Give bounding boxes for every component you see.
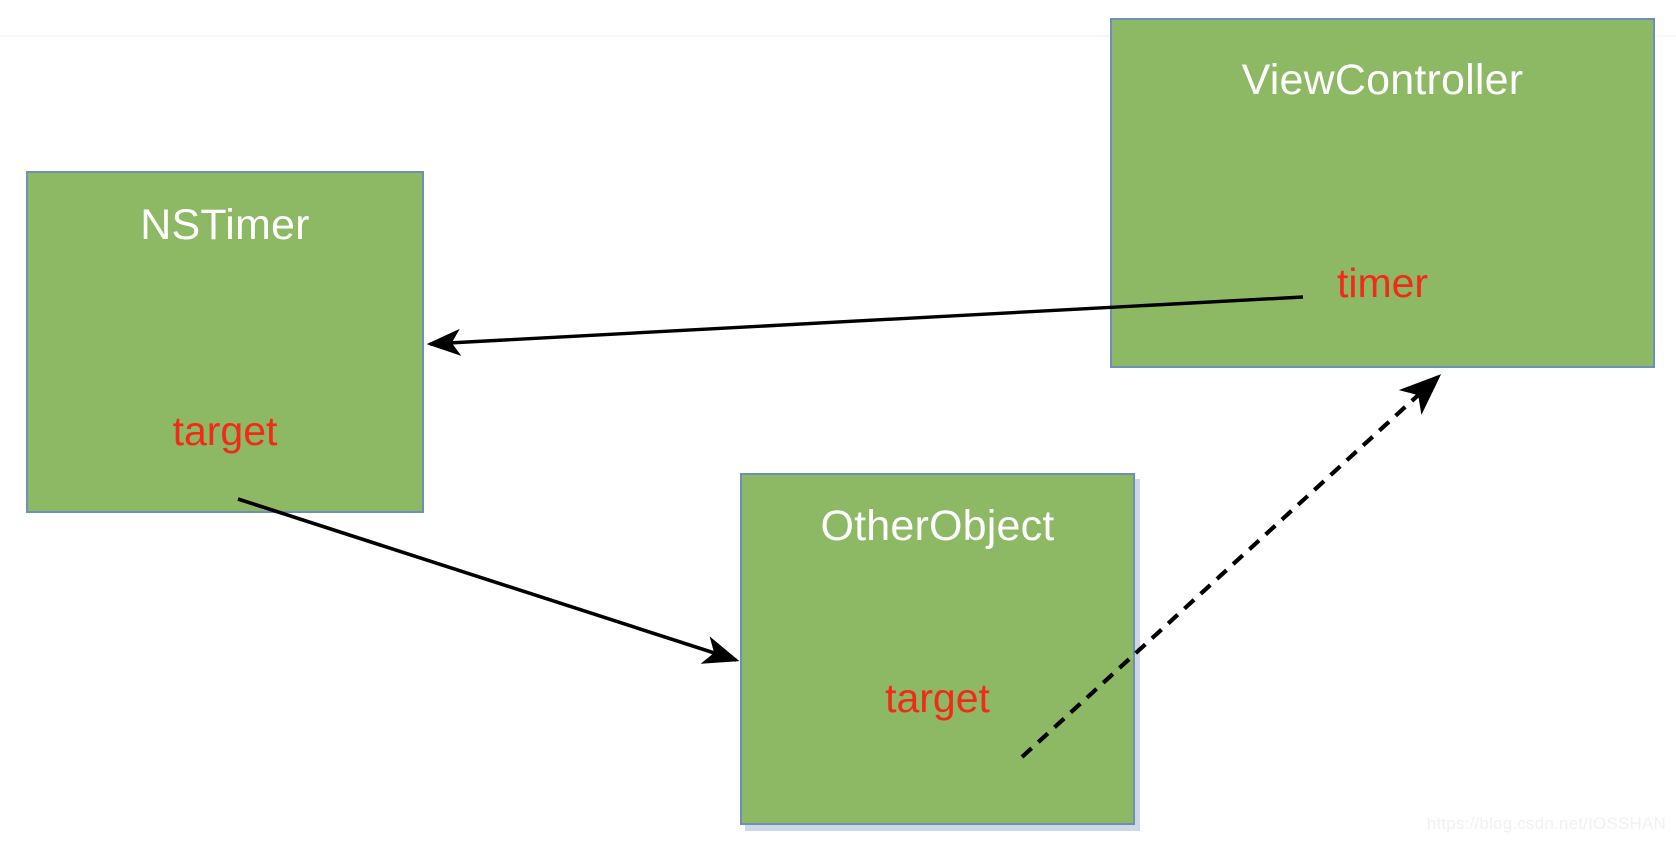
node-otherobject[interactable]: OtherObject target <box>740 473 1135 825</box>
node-nstimer[interactable]: NSTimer target <box>26 171 424 513</box>
edge-nstimer-target-to-otherobject <box>237 497 740 664</box>
node-otherobject-property-target: target <box>885 675 990 721</box>
watermark-source-url: https://blog.csdn.net/IOSSHAN <box>1426 814 1666 833</box>
node-viewcontroller[interactable]: ViewController timer <box>1110 18 1655 368</box>
node-nstimer-title: NSTimer <box>140 201 310 249</box>
top-divider-rule <box>0 35 1676 37</box>
node-viewcontroller-property-timer: timer <box>1336 260 1429 306</box>
node-otherobject-title: OtherObject <box>820 502 1055 550</box>
node-viewcontroller-title: ViewController <box>1241 56 1524 104</box>
node-nstimer-property-target: target <box>172 408 278 454</box>
